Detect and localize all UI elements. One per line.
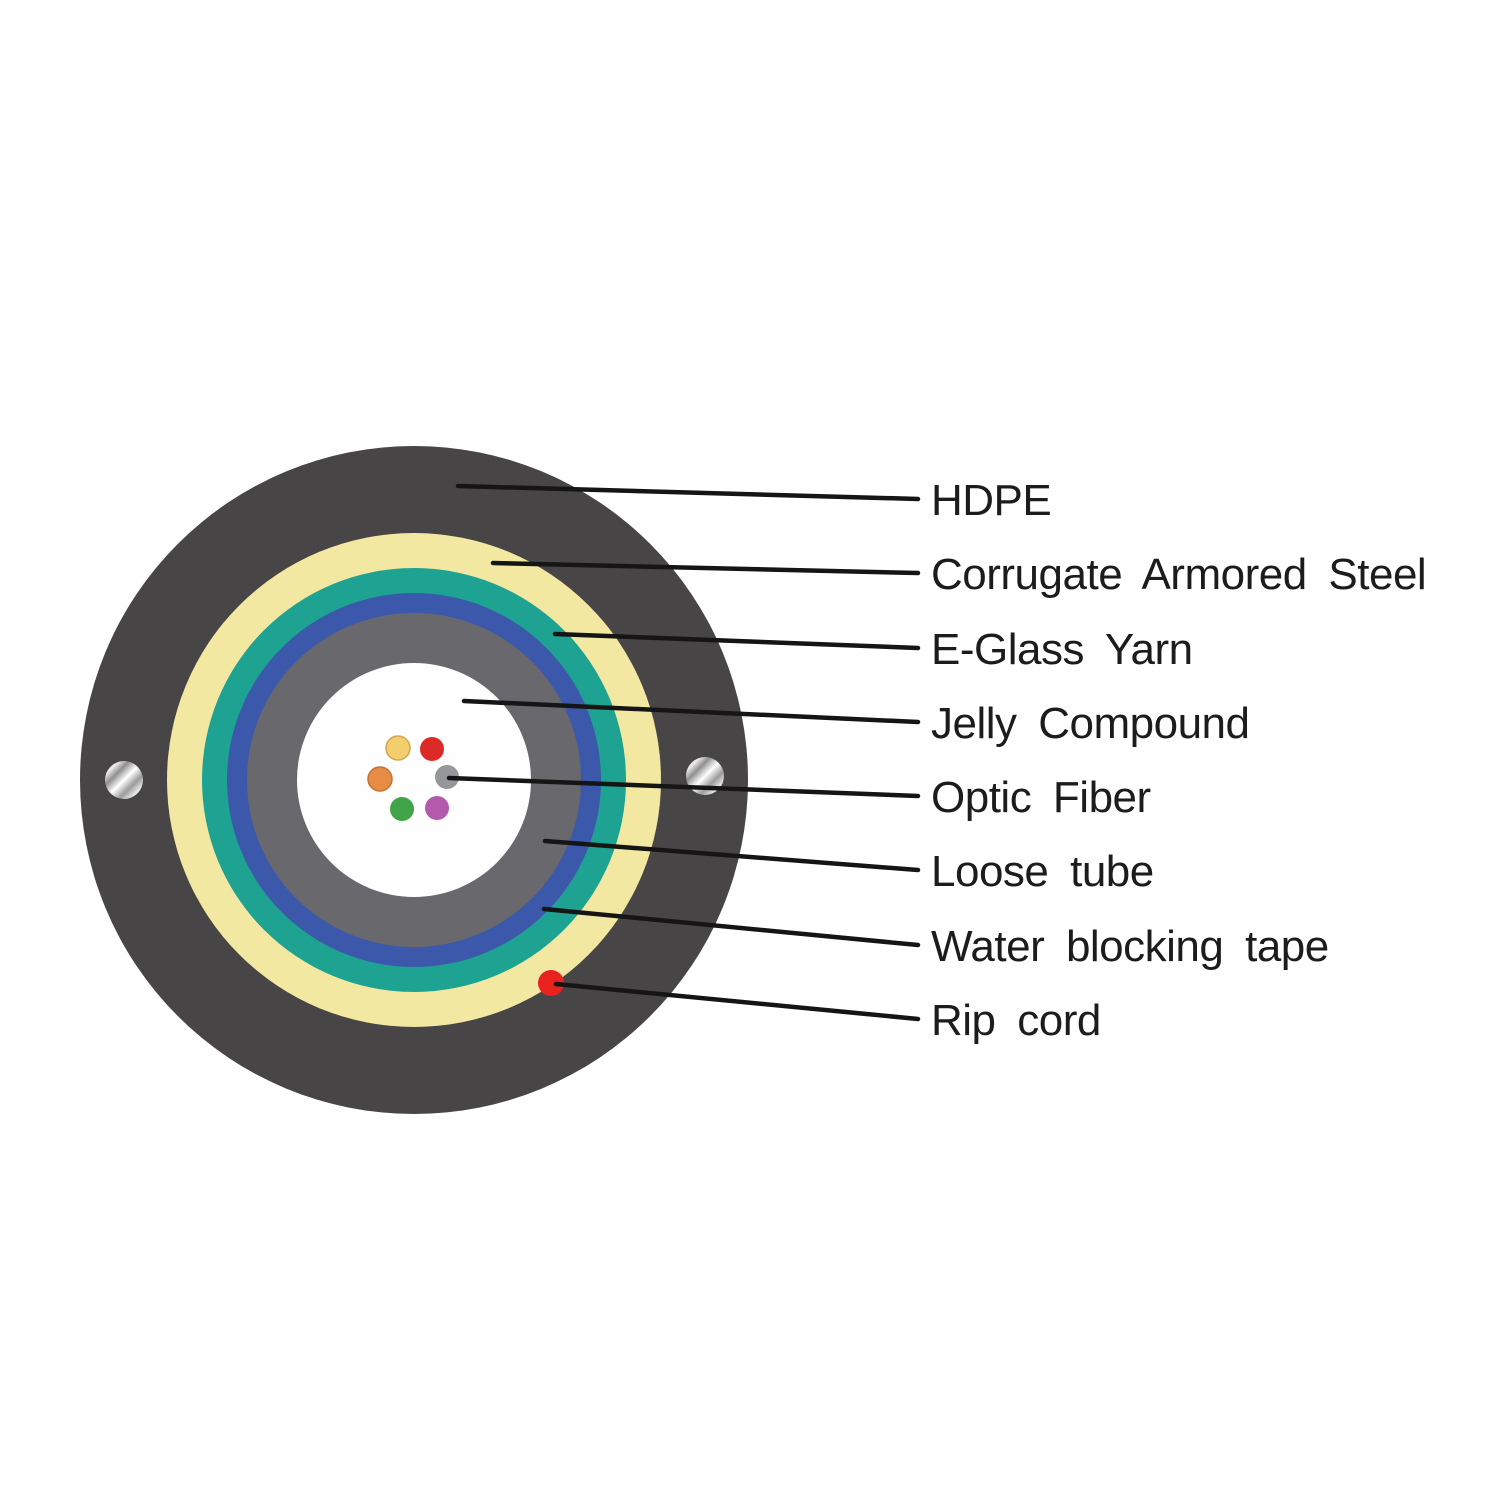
fiber-dot-red [420, 737, 444, 761]
fiber-dot-orange [367, 766, 393, 792]
leader-line-jelly-compound [461, 698, 921, 725]
label-optic-fiber: Optic Fiber [931, 773, 1151, 822]
fiber-dot-green [390, 797, 414, 821]
leader-line-rip-cord [553, 981, 921, 1022]
label-water-blocking-tape: Water blocking tape [931, 922, 1329, 971]
jelly-compound-core [297, 663, 531, 897]
label-rip-cord: Rip cord [931, 996, 1101, 1045]
fiber-dot-purple [425, 796, 449, 820]
label-corrugate-armored-steel: Corrugate Armored Steel [931, 550, 1426, 599]
leader-line-e-glass-yarn [552, 631, 921, 651]
label-hdpe: HDPE [931, 476, 1051, 525]
label-loose-tube: Loose tube [931, 847, 1154, 896]
labels: HDPE Corrugate Armored Steel E-Glass Yar… [931, 476, 1427, 1045]
leader-line-hdpe [455, 483, 921, 502]
fiber-dot-yellow [385, 735, 411, 761]
label-e-glass-yarn: E-Glass Yarn [931, 625, 1193, 674]
leader-lines [446, 483, 921, 1022]
leader-line-optic-fiber [446, 775, 921, 799]
label-jelly-compound: Jelly Compound [931, 699, 1250, 748]
leader-line-loose-tube [542, 838, 921, 873]
leader-line-water-blocking-tape [541, 906, 921, 948]
leader-line-corrugate-armored-steel [490, 560, 921, 576]
left-screw-icon [105, 761, 143, 799]
optic-fiber-dots [367, 735, 459, 821]
rip-cord-dot [538, 970, 564, 996]
cable-rings [80, 446, 748, 1114]
